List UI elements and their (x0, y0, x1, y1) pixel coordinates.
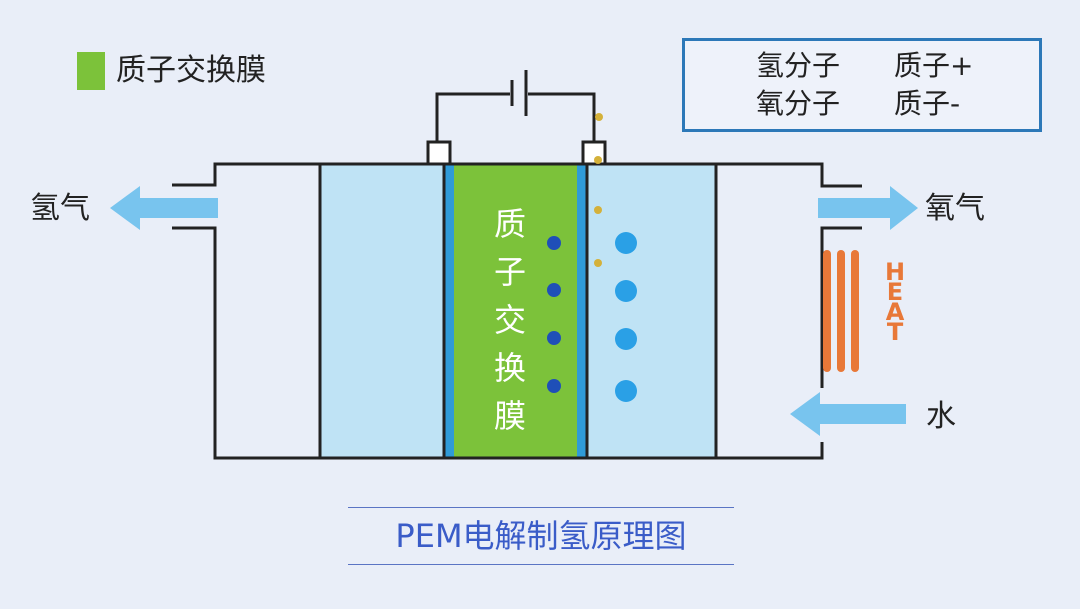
anode-chamber (583, 162, 718, 460)
membrane-swatch (77, 52, 105, 90)
cathode-terminal (426, 140, 452, 166)
oxygen-output-label: 氧气 (925, 191, 985, 226)
right-tank-inlet-outline (820, 226, 862, 388)
membrane-vertical-label: 质子交换膜 (493, 205, 526, 435)
proton-dot (547, 236, 561, 250)
proton-dot (547, 379, 561, 393)
heater-bar (823, 250, 831, 372)
membrane-legend-label: 质子交换膜 (116, 53, 266, 88)
oxygen-molecule-dot (615, 380, 637, 402)
heater-bar (851, 250, 859, 372)
oxygen-output-arrow (818, 186, 918, 230)
electron-dot (594, 259, 602, 267)
cathode-electrode (444, 164, 454, 458)
proton-dot (547, 283, 561, 297)
oxygen-molecule-dot (615, 328, 637, 350)
hydrogen-output-arrow (110, 186, 218, 230)
electron-dot (594, 206, 602, 214)
water-input-label: 水 (926, 399, 956, 434)
proton-dot (547, 331, 561, 345)
wire-left (435, 92, 510, 142)
electron-dot (595, 113, 603, 121)
diagram-title: PEM电解制氢原理图 (348, 507, 734, 565)
oxygen-molecule-dot (615, 232, 637, 254)
hydrogen-output-label: 氢气 (30, 191, 90, 226)
proton-exchange-membrane (454, 164, 577, 458)
legend (682, 38, 1042, 132)
heat-label: HEAT (884, 258, 906, 346)
heater-bar (837, 250, 845, 372)
legend-hydrogen-molecule: 氢分子 (756, 49, 841, 82)
wire-right (528, 92, 596, 142)
electron-dot (594, 156, 602, 164)
legend-oxygen-molecule: 氧分子 (756, 87, 841, 120)
legend-proton-minus: 质子- (894, 87, 961, 120)
legend-proton-plus: 质子+ (894, 49, 974, 82)
anode-electrode (577, 164, 587, 458)
cathode-chamber (318, 162, 448, 460)
oxygen-molecule-dot (615, 280, 637, 302)
water-input-arrow (790, 392, 906, 436)
